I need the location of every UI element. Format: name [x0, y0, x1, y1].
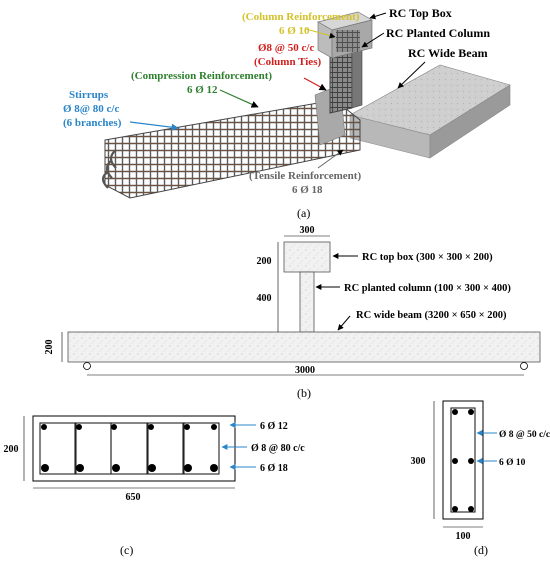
label-compression: (Compression Reinforcement)	[131, 70, 272, 82]
support-right	[520, 362, 528, 370]
label-rc-wide-beam: RC Wide Beam	[408, 46, 488, 60]
arrow-wide-beam	[337, 315, 351, 331]
label-compression-spec: 6 Ø 12	[187, 84, 218, 96]
arrow-rc-top-box	[369, 12, 387, 20]
caption-d: (d)	[474, 543, 488, 557]
label-column-ties: (Column Ties)	[254, 56, 321, 68]
panel-b: 300 200 400 200 3000 RC top box (300 × 3…	[44, 225, 541, 400]
panel-c: 200 650 6 Ø 12 Ø 8 @ 80 c/c 6 Ø 18 (c)	[4, 415, 305, 557]
arrow-tensile	[317, 149, 344, 169]
caption-b: (b)	[297, 386, 311, 400]
label-tensile-spec: 6 Ø 18	[292, 184, 323, 196]
dim-box-height: 200	[257, 256, 272, 267]
arrow-compression	[219, 89, 259, 108]
dim-column-height-d: 300	[411, 456, 426, 467]
section-column-outline	[442, 400, 484, 520]
arrow-rc-wide-beam	[397, 61, 426, 89]
dim-column-height: 400	[257, 293, 272, 304]
label-planted-column: RC planted column (100 × 300 × 400)	[344, 283, 511, 294]
label-bottom-bars: 6 Ø 18	[260, 463, 288, 474]
top-box-3d	[317, 11, 373, 59]
column-bars	[452, 409, 474, 512]
label-top-box: RC top box (300 × 300 × 200)	[362, 252, 493, 263]
panel-a: (Column Reinforcement) 6 Ø 10 Ø8 @ 50 c/…	[63, 6, 511, 220]
label-wide-beam: RC wide beam (3200 × 650 × 200)	[356, 310, 507, 321]
beam-top-bars	[41, 424, 217, 430]
dim-section-height: 200	[4, 444, 19, 455]
section-beam-outline	[32, 415, 236, 482]
label-stirrups: Stirrups	[69, 89, 109, 101]
label-column-reinforcement: (Column Reinforcement)	[242, 11, 360, 23]
beam-bottom-bars	[41, 464, 218, 472]
dim-box-width: 300	[300, 225, 315, 236]
beam-stirrups	[39, 422, 220, 475]
label-stirrups-c: Ø 8 @ 80 c/c	[251, 443, 305, 454]
label-bars-d: 6 Ø 10	[499, 458, 526, 468]
dim-section-width: 650	[126, 492, 141, 503]
elevation-top-box	[283, 241, 331, 273]
arrow-stirrups	[129, 121, 179, 131]
label-top-bars: 6 Ø 12	[260, 421, 288, 432]
label-rc-top-box: RC Top Box	[389, 6, 452, 20]
label-ties-spec: Ø8 @ 50 c/c	[258, 42, 314, 54]
dim-span: 3000	[295, 365, 315, 376]
panel-d: 300 100 Ø 8 @ 50 c/c 6 Ø 10 (d)	[411, 400, 550, 557]
arrow-rc-planted-column	[361, 32, 385, 48]
elevation-planted-column	[299, 271, 315, 333]
elevation-wide-beam	[67, 331, 541, 363]
label-stirrups-branches: (6 branches)	[63, 117, 122, 129]
caption-a: (a)	[297, 206, 310, 220]
label-stirrups-spec: Ø 8@ 80 c/c	[63, 103, 119, 115]
wide-beam-3d	[349, 64, 511, 159]
arrow-column-ties	[303, 77, 327, 91]
support-left	[83, 362, 91, 370]
dim-beam-height: 200	[44, 340, 55, 355]
label-ties-d: Ø 8 @ 50 c/c	[499, 430, 550, 440]
label-column-reinforcement-spec: 6 Ø 10	[279, 25, 310, 37]
arrow-column-reinforcement	[305, 28, 336, 39]
caption-c: (c)	[120, 543, 133, 557]
column-tie	[450, 407, 476, 513]
dim-column-width-d: 100	[456, 531, 471, 542]
label-rc-planted-column: RC Planted Column	[386, 26, 490, 40]
label-tensile: (Tensile Reinforcement)	[249, 170, 361, 182]
